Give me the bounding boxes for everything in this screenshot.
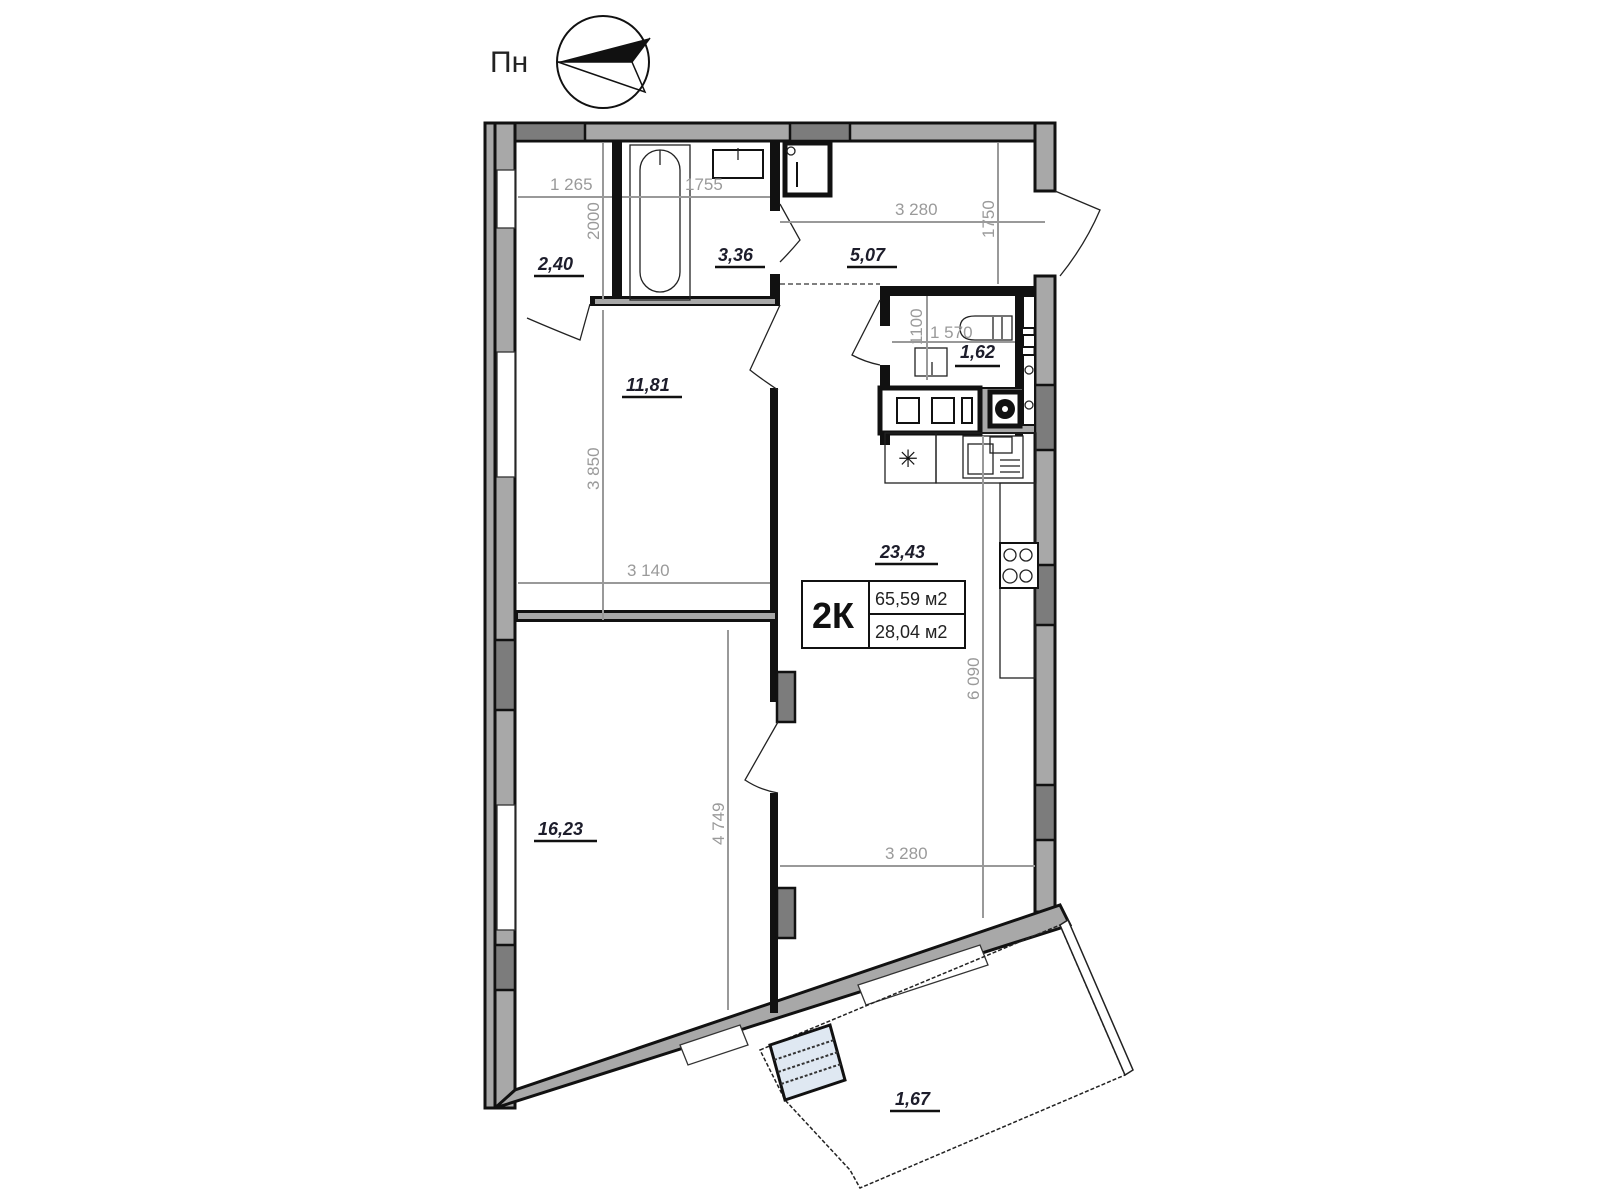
door-bedroom2 xyxy=(744,721,779,794)
dim-wc-depth: 1100 xyxy=(907,308,926,345)
dim-hallway-depth: 1750 xyxy=(979,200,998,238)
dim-wc-width: 1 570 xyxy=(930,323,973,342)
door-bathroom xyxy=(779,203,801,263)
cooktop-icon xyxy=(999,542,1039,589)
dim-bedroom1-width: 3 140 xyxy=(627,561,670,580)
apartment-living-area: 28,04 м2 xyxy=(875,622,947,642)
dimension-lines: 1 265 1755 2000 3 280 1750 1 570 1100 3 … xyxy=(518,143,1045,1010)
doors xyxy=(526,190,1101,794)
sink-icon xyxy=(712,148,764,179)
room-area-wc: 1,62 xyxy=(960,342,995,362)
balcony xyxy=(758,918,1134,1189)
bathtub-icon xyxy=(629,144,691,301)
room-area-balcony: 1,67 xyxy=(895,1089,931,1109)
apartment-total-area: 65,59 м2 xyxy=(875,589,947,609)
apartment-type: 2К xyxy=(812,595,855,636)
door-entrance xyxy=(1054,190,1101,277)
ventilation-fan-icon xyxy=(987,389,1023,429)
dim-living-depth: 6 090 xyxy=(964,657,983,700)
compass-label: Пн xyxy=(490,46,528,79)
room-area-hallway: 5,07 xyxy=(850,245,886,265)
door-wc xyxy=(851,299,881,366)
door-storage xyxy=(526,303,591,341)
boiler-icon xyxy=(782,140,833,198)
room-area-bathroom: 3,36 xyxy=(718,245,754,265)
dim-living-width: 3 280 xyxy=(885,844,928,863)
north-arrow-icon xyxy=(556,15,651,109)
dim-hallway-width: 3 280 xyxy=(895,200,938,219)
dim-storage-depth: 2000 xyxy=(584,202,603,240)
compass: Пн xyxy=(490,15,651,109)
toilet-icon xyxy=(959,315,1013,341)
room-area-bedroom1: 11,81 xyxy=(626,375,670,395)
interior-walls xyxy=(515,141,1036,1013)
fixtures: ✳ xyxy=(629,140,1039,679)
room-area-bedroom2: 16,23 xyxy=(538,819,583,839)
wc-sink-icon xyxy=(914,347,948,377)
room-areas: 2,40 3,36 5,07 1,62 11,81 23,43 16,23 1,… xyxy=(534,245,1000,1113)
room-area-storage: 2,40 xyxy=(537,254,573,274)
dim-bedroom1-depth: 3 850 xyxy=(584,447,603,490)
dim-storage-width: 1 265 xyxy=(550,175,593,194)
fridge-icon: ✳ xyxy=(898,446,918,473)
door-bedroom1 xyxy=(749,304,781,391)
room-area-kitchen-living: 23,43 xyxy=(879,542,925,562)
dim-bedroom2-depth: 4 749 xyxy=(709,802,728,845)
apartment-badge: 2К 65,59 м2 28,04 м2 xyxy=(801,580,966,649)
dim-bathroom-width: 1755 xyxy=(685,175,723,194)
